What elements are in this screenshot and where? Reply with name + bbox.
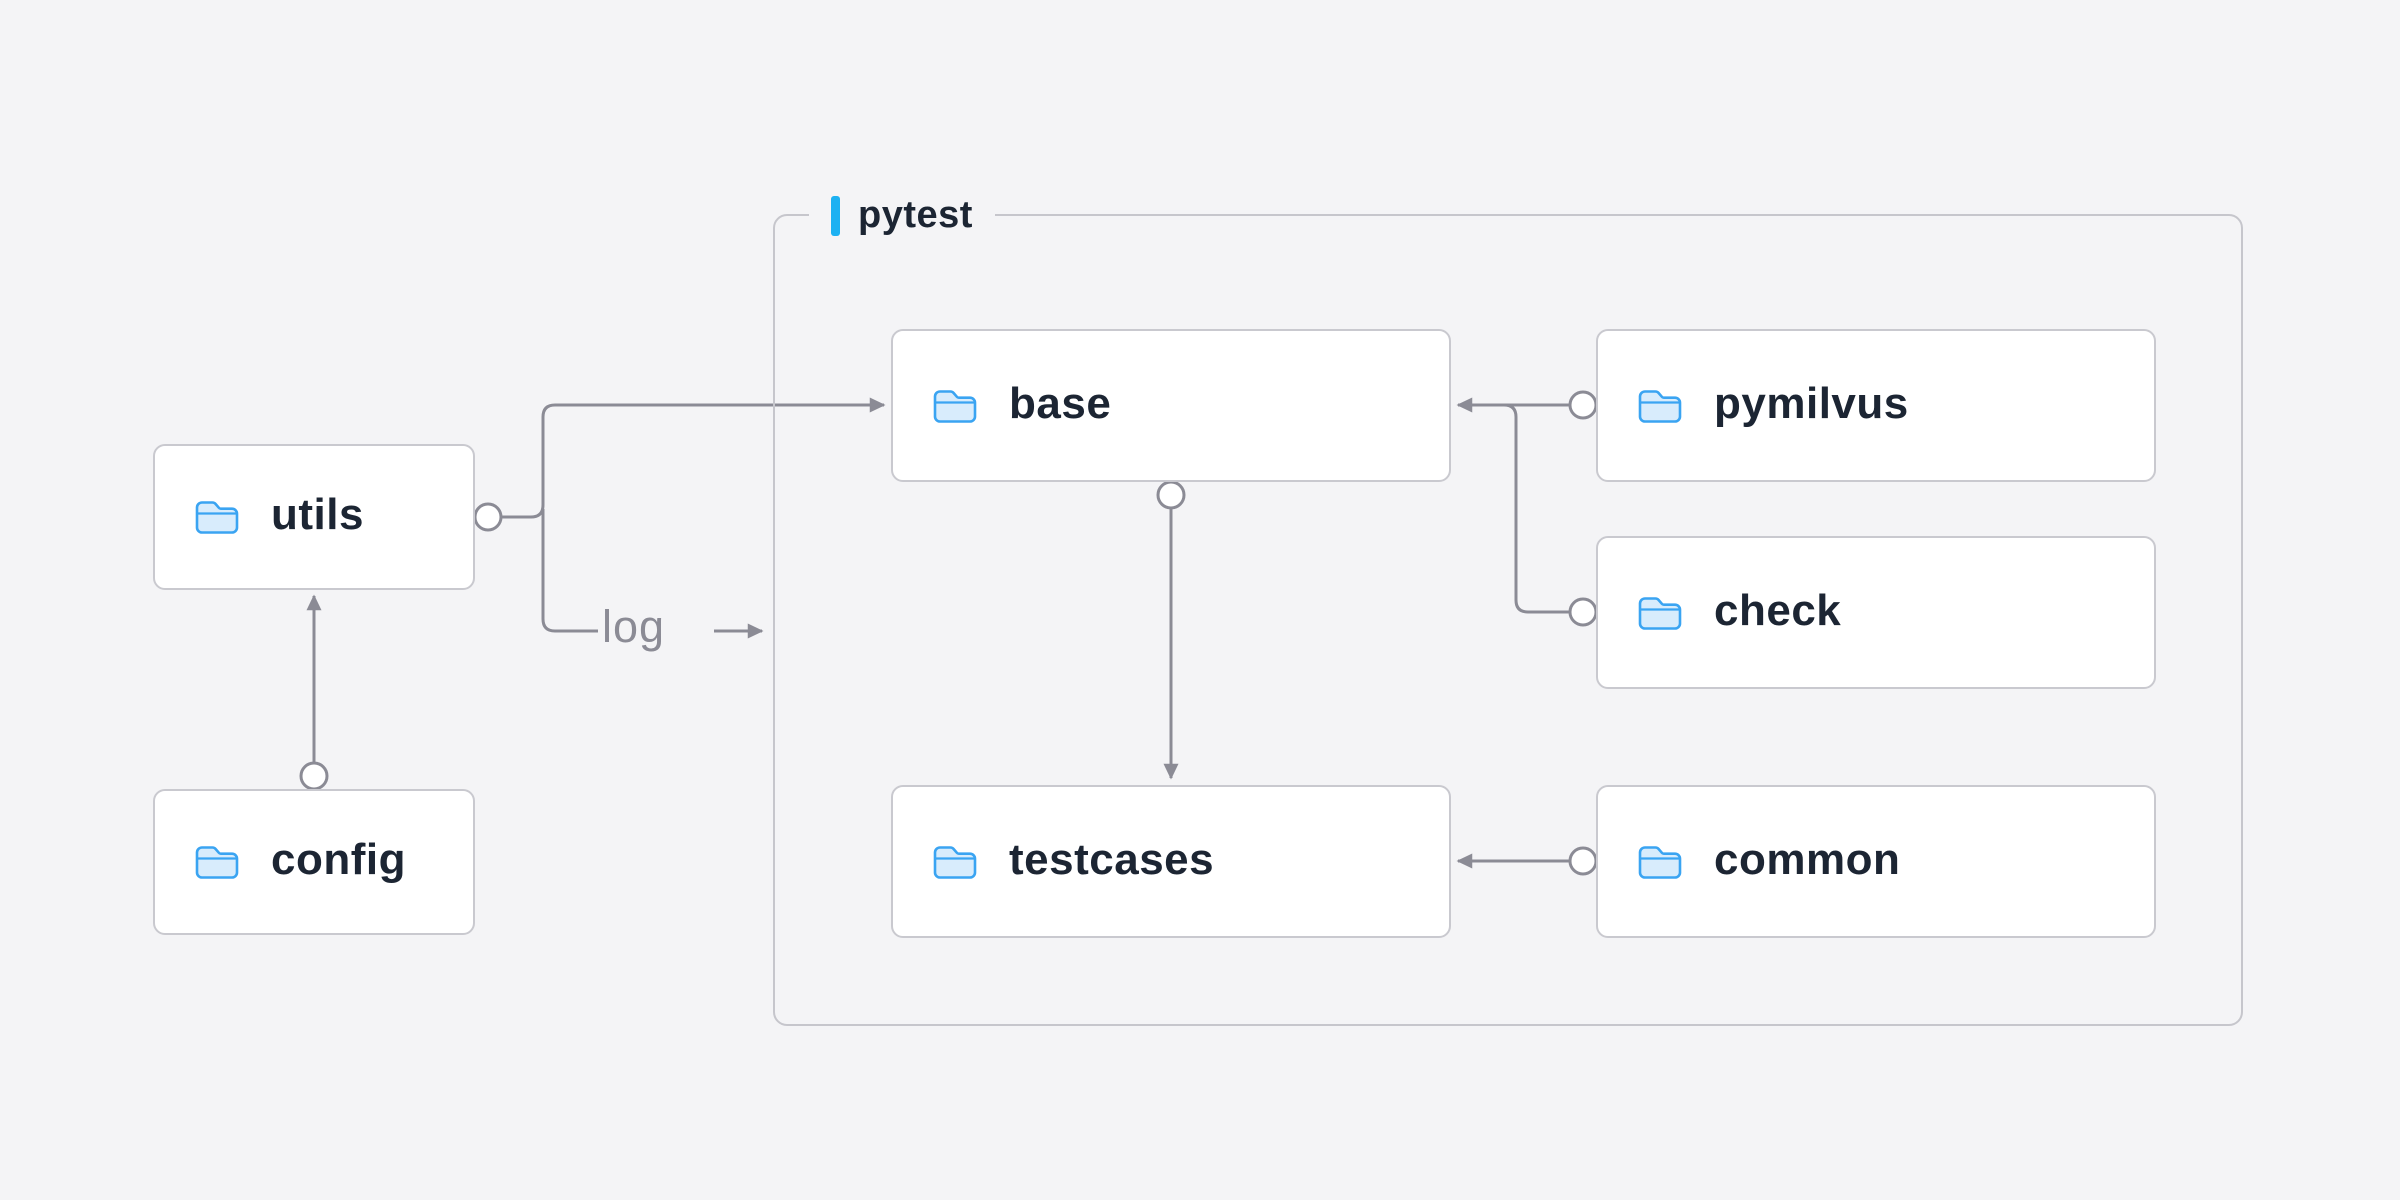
- group-title: pytest: [858, 193, 973, 236]
- folder-icon: [1636, 842, 1684, 882]
- folder-icon: [931, 386, 979, 426]
- node-config-label: config: [271, 835, 406, 884]
- folder-icon: [1636, 593, 1684, 633]
- node-utils: utils: [153, 444, 475, 590]
- edge-label-log: log: [602, 601, 666, 652]
- node-check-label: check: [1714, 585, 1842, 635]
- node-config: config: [153, 789, 475, 935]
- node-testcases-label: testcases: [1009, 834, 1215, 884]
- node-utils-label: utils: [271, 490, 364, 539]
- node-common-label: common: [1714, 834, 1901, 884]
- node-pymilvus-label: pymilvus: [1714, 378, 1909, 428]
- node-base-label: base: [1009, 378, 1112, 428]
- group-pytest: pytest: [773, 189, 2243, 1026]
- group-pytest-label: pytest: [809, 189, 995, 243]
- folder-icon: [1636, 386, 1684, 426]
- edge-utils-log: [541, 509, 598, 633]
- node-check: check: [1596, 536, 2156, 689]
- node-common: common: [1596, 785, 2156, 938]
- connector-dot-config: [299, 761, 329, 791]
- folder-icon: [193, 842, 241, 882]
- folder-icon: [193, 497, 241, 537]
- connector-dot-utils: [473, 502, 503, 532]
- node-base: base: [891, 329, 1451, 482]
- accent-bar-icon: [831, 196, 840, 236]
- folder-icon: [931, 842, 979, 882]
- node-pymilvus: pymilvus: [1596, 329, 2156, 482]
- node-testcases: testcases: [891, 785, 1451, 938]
